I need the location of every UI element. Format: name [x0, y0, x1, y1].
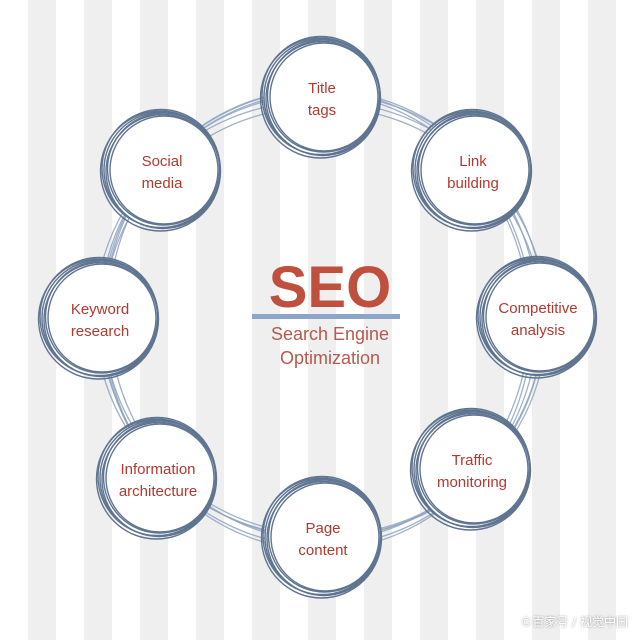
node-label-line-2: analysis [511, 322, 565, 339]
node-circle-fill [100, 420, 216, 536]
node-label-line-2: architecture [119, 483, 197, 500]
node-label-line-2: media [142, 175, 184, 192]
node-circle-sketch [270, 482, 380, 592]
node-link-building: Link building [410, 108, 533, 232]
node-label-line-1: Social [142, 153, 183, 170]
node-social-media: Social media [99, 108, 222, 232]
subtitle-line-1: Search Engine [271, 324, 389, 344]
node-circle-sketch [411, 407, 531, 528]
seo-title: SEO [269, 255, 392, 320]
node-label-line-2: monitoring [437, 474, 507, 491]
node-competitive-analysis: Competitive analysis [475, 255, 598, 379]
node-page-content: Page content [260, 475, 383, 599]
node-circle-sketch [105, 423, 215, 533]
node-label-line-1: Title [308, 80, 336, 97]
node-keyword-research: Keyword research [37, 256, 160, 380]
node-circle-fill [415, 112, 531, 228]
node-circle-fill [264, 39, 380, 155]
node-circle-sketch [47, 263, 157, 373]
title-underline [252, 314, 400, 319]
node-circle-sketch [97, 416, 217, 537]
node-label-line-2: building [447, 175, 499, 192]
node-label-line-1: Information [120, 461, 195, 478]
node-label-line-1: Keyword [71, 301, 129, 318]
node-label-line-2: content [298, 542, 348, 559]
watermark: ©百家号 / 视觉中国 [520, 615, 628, 629]
node-label-line-1: Competitive [498, 300, 577, 317]
node-circle-fill [42, 260, 158, 376]
node-circle-sketch [261, 35, 381, 156]
center-title: SEO Search Engine Optimization [252, 255, 400, 368]
node-circle-sketch [101, 108, 221, 229]
node-circle-sketch [109, 115, 219, 225]
node-label-line-1: Link [459, 153, 487, 170]
node-information-architecture: Information architecture [95, 416, 218, 540]
node-label-line-1: Page [305, 520, 340, 537]
node-circle-sketch [477, 255, 597, 376]
node-circle-sketch [420, 115, 530, 225]
node-circle-sketch [269, 42, 379, 152]
node-circle-sketch [412, 108, 532, 229]
node-circle-fill [480, 259, 596, 375]
node-circle-fill [265, 479, 381, 595]
node-circle-fill [104, 112, 220, 228]
node-circle-fill [414, 411, 530, 527]
node-traffic-monitoring: Traffic monitoring [409, 407, 532, 531]
node-circle-sketch [39, 256, 159, 377]
node-circle-sketch [419, 414, 529, 524]
node-circle-sketch [485, 262, 595, 372]
node-label-line-1: Traffic [452, 452, 493, 469]
node-label-line-2: tags [308, 102, 336, 119]
subtitle-line-2: Optimization [280, 348, 380, 368]
node-title-tags: Title tags [259, 35, 382, 159]
node-label-line-2: research [71, 323, 129, 340]
node-circle-sketch [262, 475, 382, 596]
